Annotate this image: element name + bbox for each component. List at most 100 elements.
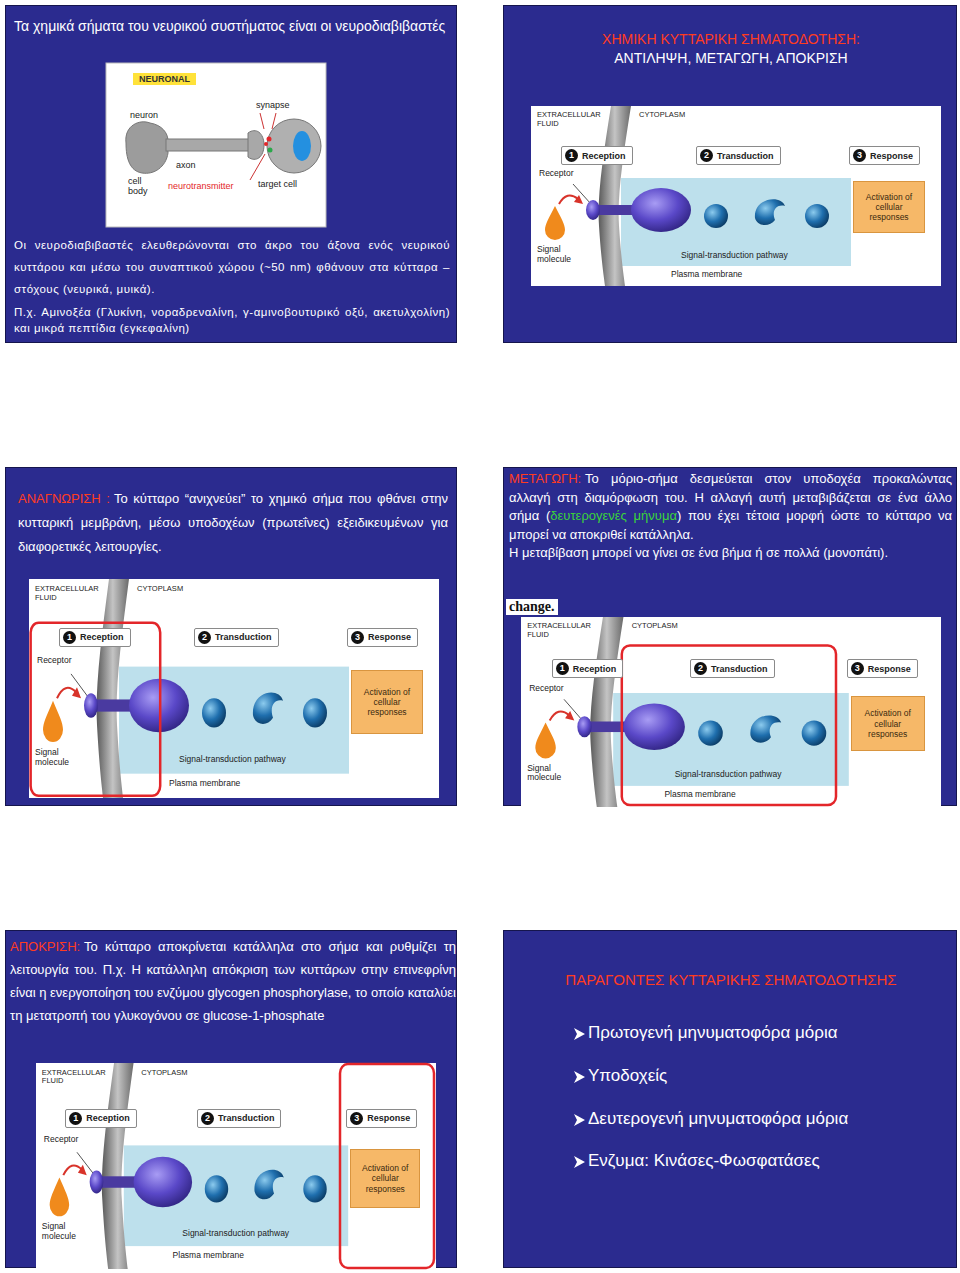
list-item: Υποδοχείς [588, 1066, 948, 1086]
highlight-term: δευτερογενές μήνυμα [550, 508, 677, 523]
figure-label: Plasma membrane [169, 779, 240, 789]
step-tab: 2Transduction [194, 628, 279, 647]
signal-figure [29, 579, 439, 798]
bullet-arrow [574, 1028, 585, 1040]
receptor-outer [84, 693, 98, 717]
box-text: NEURONAL [139, 74, 190, 84]
signal-figure [36, 1063, 436, 1269]
step-tab: 2Transduction [696, 146, 781, 165]
figure-label: Plasma membrane [173, 1251, 244, 1261]
highlight-frame [340, 1064, 434, 1268]
section-heading: ΑΝΑΓΝΩΡΙΣΗ : [18, 491, 110, 506]
neuron-figure [106, 63, 326, 227]
text-flow: ΑΠΟΚΡΙΣΗ:Το κύτταρο αποκρίνεται κατάλληλ… [10, 935, 456, 1027]
figure-label: CYTOPLASM [141, 1069, 187, 1078]
axon-terminal [248, 131, 264, 160]
panel-art [6, 931, 458, 1269]
step-label: Transduction [218, 1113, 275, 1123]
figure-label: CYTOPLASM [639, 111, 685, 120]
receptor-outer [586, 200, 600, 220]
section-heading: ΜΕΤΑΓΩΓΗ: [509, 471, 581, 486]
slide-title: ΠΑΡΑΓΟΝΤΕΣ ΚΥΤΤΑΡΙΚΗΣ ΣΗΜΑΤΟΔΟΤΗΣΗΣ [504, 970, 958, 990]
receptor-shape [623, 704, 684, 750]
figure-label: Signal-transduction pathway [182, 1229, 289, 1239]
figure-label: Receptor [539, 169, 574, 179]
step-label: Response [870, 151, 913, 161]
synapse-bracket [260, 113, 276, 129]
slide-panel: ΑΠΟΚΡΙΣΗ:Το κύτταρο αποκρίνεται κατάλληλ… [5, 930, 457, 1268]
step-number: 1 [565, 149, 578, 162]
step-label: Transduction [711, 664, 768, 674]
slide-panel: ΑΝΑΓΝΩΡΙΣΗ :Το κύτταρο “ανιχνεύει” το χη… [5, 467, 457, 806]
plasma-membrane-shape [97, 579, 129, 798]
arrow-head [574, 195, 583, 204]
step-number: 2 [198, 631, 211, 644]
receptor-outer [90, 1171, 104, 1194]
axon-shape [166, 139, 250, 151]
signal-molecule-shape [535, 723, 555, 759]
bullet-arrow [574, 1156, 585, 1168]
figure-label: Receptor [529, 684, 564, 694]
step-tab: 3 Response [849, 146, 920, 165]
list-item: Ενζυμα: Κινάσες-Φωσφατάσες [588, 1151, 948, 1171]
step-number: 1 [69, 1112, 82, 1125]
step-number: 3 [351, 631, 364, 644]
plasma-membrane-shape [599, 106, 631, 286]
step-label: Reception [573, 664, 617, 674]
binding-arrow [559, 195, 578, 204]
binding-arrow [550, 711, 569, 720]
step-tab: 1 Reception [552, 659, 624, 678]
step-label: Response [868, 664, 911, 674]
text-flow: ΑΝΑΓΝΩΡΙΣΗ :Το κύτταρο “ανιχνεύει” το χη… [18, 487, 448, 559]
slide-panel: ΠΑΡΑΓΟΝΤΕΣ ΚΥΤΤΑΡΙΚΗΣ ΣΗΜΑΤΟΔΟΤΗΣΗΣΠρωτο… [503, 930, 957, 1268]
figure-label: Receptor [37, 656, 72, 666]
figure-label: Signal molecule [35, 748, 79, 768]
plasma-membrane-shape [102, 1063, 134, 1269]
transmitter-dot [264, 142, 268, 146]
relay-molecule [704, 204, 728, 228]
step-label: Reception [86, 1113, 130, 1123]
step-tab: 2Transduction [197, 1109, 282, 1128]
box-text: Activation of cellular responses [855, 708, 921, 739]
box-text: Activation of cellular responses [354, 1163, 416, 1194]
receptor-shape [631, 188, 691, 232]
response-box: Activation of cellular responses [851, 696, 925, 751]
signal-molecule-shape [50, 1177, 70, 1216]
cell-body-shape [126, 122, 168, 173]
figure-label: neurotransmitter [168, 181, 234, 191]
relay-molecule [755, 199, 785, 225]
body-text: Οι νευροδιαβιβαστές ελευθερώνονται στο ά… [14, 234, 450, 300]
binding-arrow [57, 688, 76, 698]
figure-label: CYTOPLASM [632, 622, 678, 631]
relay-molecule [303, 1175, 326, 1202]
figure-ground [29, 579, 439, 798]
arrow-head [565, 711, 574, 721]
step-label: Transduction [717, 151, 774, 161]
relay-molecule [802, 720, 827, 745]
step-number: 1 [556, 662, 569, 675]
highlight-frame [622, 646, 836, 806]
binding-arrow [63, 1165, 82, 1175]
cytoplasm-band [613, 693, 849, 786]
step-tab: 3Response [346, 1109, 417, 1128]
box-text: Activation of cellular responses [857, 192, 921, 223]
transmitter-dot [267, 137, 272, 142]
step-number: 3 [853, 149, 866, 162]
signal-figure [521, 617, 941, 807]
slide-panel: ΧΗΜΙΚΗ ΚΥΤΤΑΡΙΚΗ ΣΗΜΑΤΟΔΟΤΗΣΗ:ΑΝΤΙΛΗΨΗ, … [503, 5, 957, 343]
highlight-frame [31, 623, 161, 796]
figure-label: EXTRACELLULAR FLUID [527, 622, 603, 639]
figure-label: Signal-transduction pathway [675, 770, 782, 780]
figure-label: Plasma membrane [671, 270, 742, 280]
figure-tag: NEURONAL [133, 73, 196, 85]
signal-molecule-shape [545, 206, 565, 240]
receptor-outer [577, 716, 591, 737]
figure-label: Signal-transduction pathway [179, 755, 286, 765]
plasma-membrane-shape [590, 617, 623, 807]
section-heading: ΑΠΟΚΡΙΣΗ: [10, 939, 80, 954]
bullet-arrow [574, 1071, 585, 1083]
cytoplasm-band [119, 667, 349, 774]
figure-label: EXTRACELLULAR FLUID [42, 1069, 114, 1086]
list-item: Δευτερογενή μηνυματοφόρα μόρια [588, 1109, 948, 1129]
